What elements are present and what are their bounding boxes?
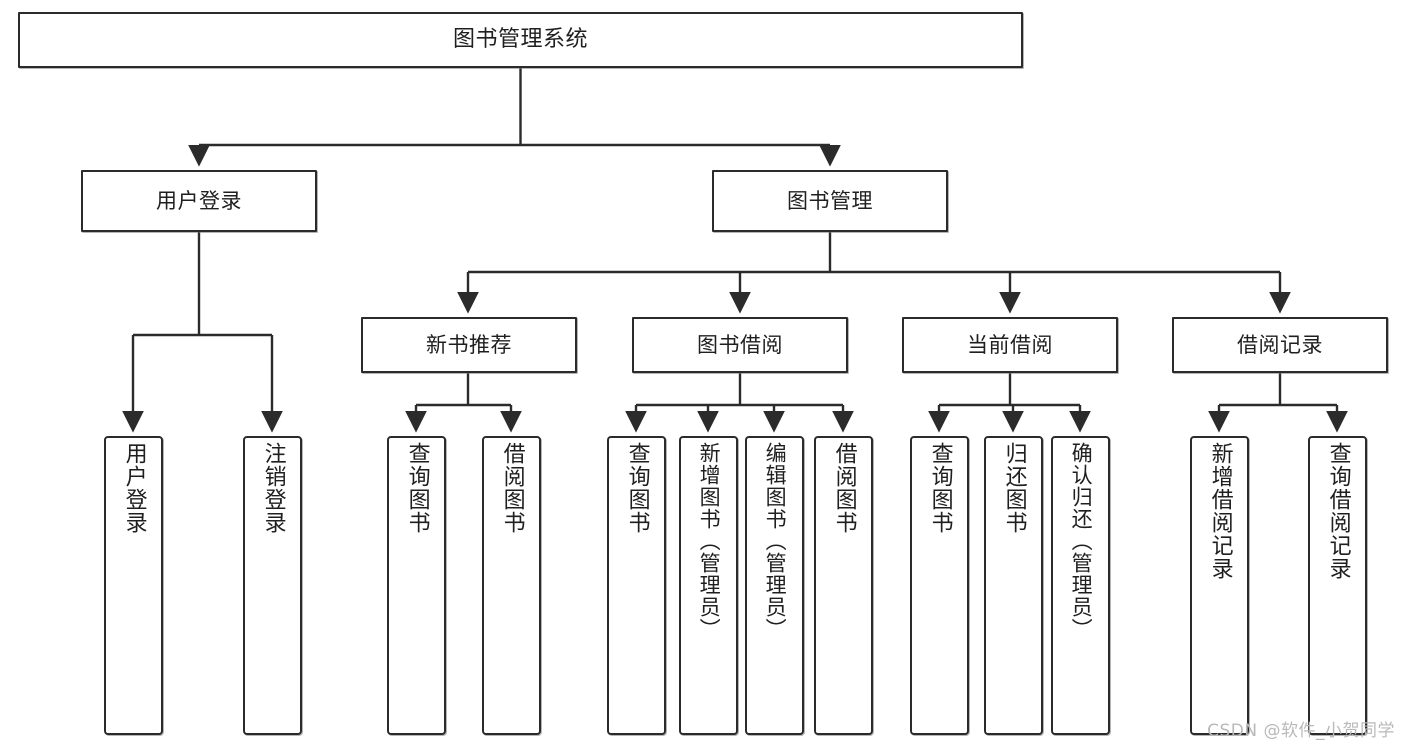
node-current-borrow-label: 当前借阅 <box>967 332 1053 357</box>
node-leaf-add-book[interactable]: 新增图书（管理员） <box>679 436 738 735</box>
node-leaf-add-borrow-record-label: 新增借阅记录 <box>1207 442 1233 580</box>
node-root-label: 图书管理系统 <box>452 27 588 53</box>
node-user-login[interactable]: 用户登录 <box>81 170 317 232</box>
csdn-watermark: CSDN @软件_小贺同学 <box>1207 721 1395 741</box>
node-current-borrow[interactable]: 当前借阅 <box>902 317 1118 373</box>
node-leaf-add-book-label: 新增图书（管理员） <box>697 442 722 640</box>
node-leaf-user-login[interactable]: 用户登录 <box>104 436 163 735</box>
node-leaf-query-book-1-label: 查询图书 <box>404 442 430 534</box>
node-leaf-logout-label: 注销登录 <box>260 442 286 534</box>
node-book-manage-label: 图书管理 <box>787 188 873 213</box>
node-leaf-query-book-2[interactable]: 查询图书 <box>607 436 666 735</box>
node-leaf-query-borrow-record[interactable]: 查询借阅记录 <box>1308 436 1367 735</box>
node-leaf-edit-book-label: 编辑图书（管理员） <box>763 442 788 640</box>
node-leaf-return-book-label: 归还图书 <box>1001 442 1027 534</box>
node-leaf-add-borrow-record[interactable]: 新增借阅记录 <box>1190 436 1249 735</box>
node-leaf-query-book-3-label: 查询图书 <box>927 442 953 534</box>
node-new-book-recommend-label: 新书推荐 <box>426 332 512 357</box>
node-leaf-query-book-2-label: 查询图书 <box>624 442 650 534</box>
node-user-login-label: 用户登录 <box>156 188 242 213</box>
node-book-borrow-label: 图书借阅 <box>697 332 783 357</box>
node-leaf-logout[interactable]: 注销登录 <box>243 436 302 735</box>
node-borrow-record[interactable]: 借阅记录 <box>1172 317 1388 373</box>
node-leaf-confirm-return[interactable]: 确认归还（管理员） <box>1051 436 1110 735</box>
node-root[interactable]: 图书管理系统 <box>18 12 1023 68</box>
node-leaf-return-book[interactable]: 归还图书 <box>984 436 1043 735</box>
node-book-manage[interactable]: 图书管理 <box>712 170 948 232</box>
node-new-book-recommend[interactable]: 新书推荐 <box>361 317 577 373</box>
node-leaf-borrow-book-1-label: 借阅图书 <box>499 442 525 534</box>
node-leaf-query-borrow-record-label: 查询借阅记录 <box>1325 442 1351 580</box>
node-leaf-borrow-book-2[interactable]: 借阅图书 <box>814 436 873 735</box>
node-leaf-edit-book[interactable]: 编辑图书（管理员） <box>745 436 804 735</box>
node-leaf-user-login-label: 用户登录 <box>121 442 147 534</box>
node-book-borrow[interactable]: 图书借阅 <box>632 317 848 373</box>
node-leaf-query-book-1[interactable]: 查询图书 <box>387 436 446 735</box>
node-leaf-query-book-3[interactable]: 查询图书 <box>910 436 969 735</box>
node-borrow-record-label: 借阅记录 <box>1237 332 1323 357</box>
node-leaf-borrow-book-2-label: 借阅图书 <box>831 442 857 534</box>
node-leaf-confirm-return-label: 确认归还（管理员） <box>1069 442 1094 640</box>
node-leaf-borrow-book-1[interactable]: 借阅图书 <box>482 436 541 735</box>
